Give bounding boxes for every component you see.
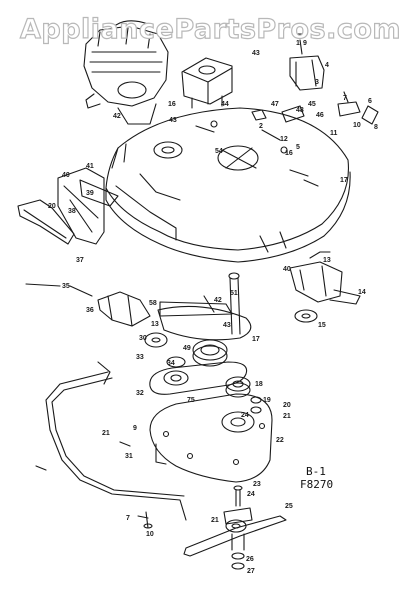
- part-number-label: 75: [187, 397, 195, 404]
- watermark-text: AppliancePartsPros.com: [19, 13, 402, 45]
- part-number-label: 21: [211, 517, 219, 524]
- part-number-label: 5: [296, 144, 300, 151]
- part-number-label: 25: [285, 503, 293, 510]
- part-number-label: 58: [149, 300, 157, 307]
- part-number-label: 12: [280, 136, 288, 143]
- engine: [83, 20, 169, 125]
- belt-guard-plate: [149, 393, 273, 483]
- part-number-label: 38: [68, 208, 76, 215]
- part-number-label: 3: [315, 79, 319, 86]
- part-number-label: 8: [374, 124, 378, 131]
- part-number-label: 39: [86, 190, 94, 197]
- pulley-assembly: [144, 332, 262, 414]
- part-number-label: 21: [102, 430, 110, 437]
- part-number-label: 15: [318, 322, 326, 329]
- part-number-label: 37: [76, 257, 84, 264]
- part-number-label: 30: [139, 335, 147, 342]
- part-number-label: 26: [246, 556, 254, 563]
- mounting-bracket-top-right: [251, 33, 379, 125]
- part-number-label: 6: [368, 98, 372, 105]
- figure-code: F8270: [300, 477, 334, 491]
- part-number-label: 31: [125, 453, 133, 460]
- deck-baffle-left: [17, 167, 119, 245]
- mower-deck: [105, 107, 351, 263]
- part-number-label: 48: [296, 107, 304, 114]
- part-number-label: 7: [343, 95, 347, 102]
- engine-control-bracket: [181, 57, 233, 109]
- part-number-label: 11: [330, 130, 338, 137]
- part-number-label: 16: [285, 150, 293, 157]
- part-number-label: 16: [168, 101, 176, 108]
- mower-blade: [183, 485, 287, 570]
- part-number-label: 43: [223, 322, 231, 329]
- part-number-label: 49: [183, 345, 191, 352]
- part-number-label: 45: [308, 101, 316, 108]
- part-number-label: 10: [146, 531, 154, 538]
- part-number-label: 43: [169, 117, 177, 124]
- part-number-label: 21: [283, 413, 291, 420]
- part-number-label: 24: [247, 491, 255, 498]
- part-number-label: 42: [214, 297, 222, 304]
- part-number-label: 9: [303, 40, 307, 47]
- part-number-label: 51: [230, 290, 238, 297]
- part-number-label: 22: [276, 437, 284, 444]
- part-number-label: 23: [253, 481, 261, 488]
- loose-hardware: [25, 283, 153, 529]
- part-number-label: 46: [316, 112, 324, 119]
- part-number-label: 34: [167, 360, 175, 367]
- wheel-bracket-right: [289, 251, 361, 323]
- part-number-label: 40: [283, 266, 291, 273]
- part-number-label: 41: [86, 163, 94, 170]
- part-number-label: 17: [340, 177, 348, 184]
- part-number-label: 17: [252, 336, 260, 343]
- part-number-label: 20: [48, 203, 56, 210]
- part-number-label: 1: [296, 40, 300, 47]
- part-number-label: 54: [215, 148, 223, 155]
- part-number-label: 7: [126, 515, 130, 522]
- section-code: B-1: [306, 465, 326, 478]
- part-number-label: 14: [358, 289, 366, 296]
- part-number-label: 10: [353, 122, 361, 129]
- part-number-label: 35: [62, 283, 70, 290]
- control-rod: [45, 361, 187, 521]
- part-number-label: 24: [241, 412, 249, 419]
- part-number-label: 44: [221, 101, 229, 108]
- part-number-label: 47: [271, 101, 279, 108]
- part-number-label: 18: [255, 381, 263, 388]
- drive-linkage: [69, 272, 252, 341]
- part-number-label: 33: [136, 354, 144, 361]
- part-number-label: 32: [136, 390, 144, 397]
- part-number-label: 9: [133, 425, 137, 432]
- part-number-label: 27: [247, 568, 255, 575]
- part-number-label: 20: [283, 402, 291, 409]
- part-number-label: 13: [323, 257, 331, 264]
- figure-code-block: B-1 F8270: [300, 465, 334, 491]
- part-number-label: 36: [86, 307, 94, 314]
- part-number-label: 2: [259, 123, 263, 130]
- part-number-label: 40: [62, 172, 70, 179]
- part-number-label: 13: [151, 321, 159, 328]
- part-number-label: 19: [263, 397, 271, 404]
- part-number-label: 4: [325, 62, 329, 69]
- part-number-label: 42: [113, 113, 121, 120]
- part-number-label: 43: [252, 50, 260, 57]
